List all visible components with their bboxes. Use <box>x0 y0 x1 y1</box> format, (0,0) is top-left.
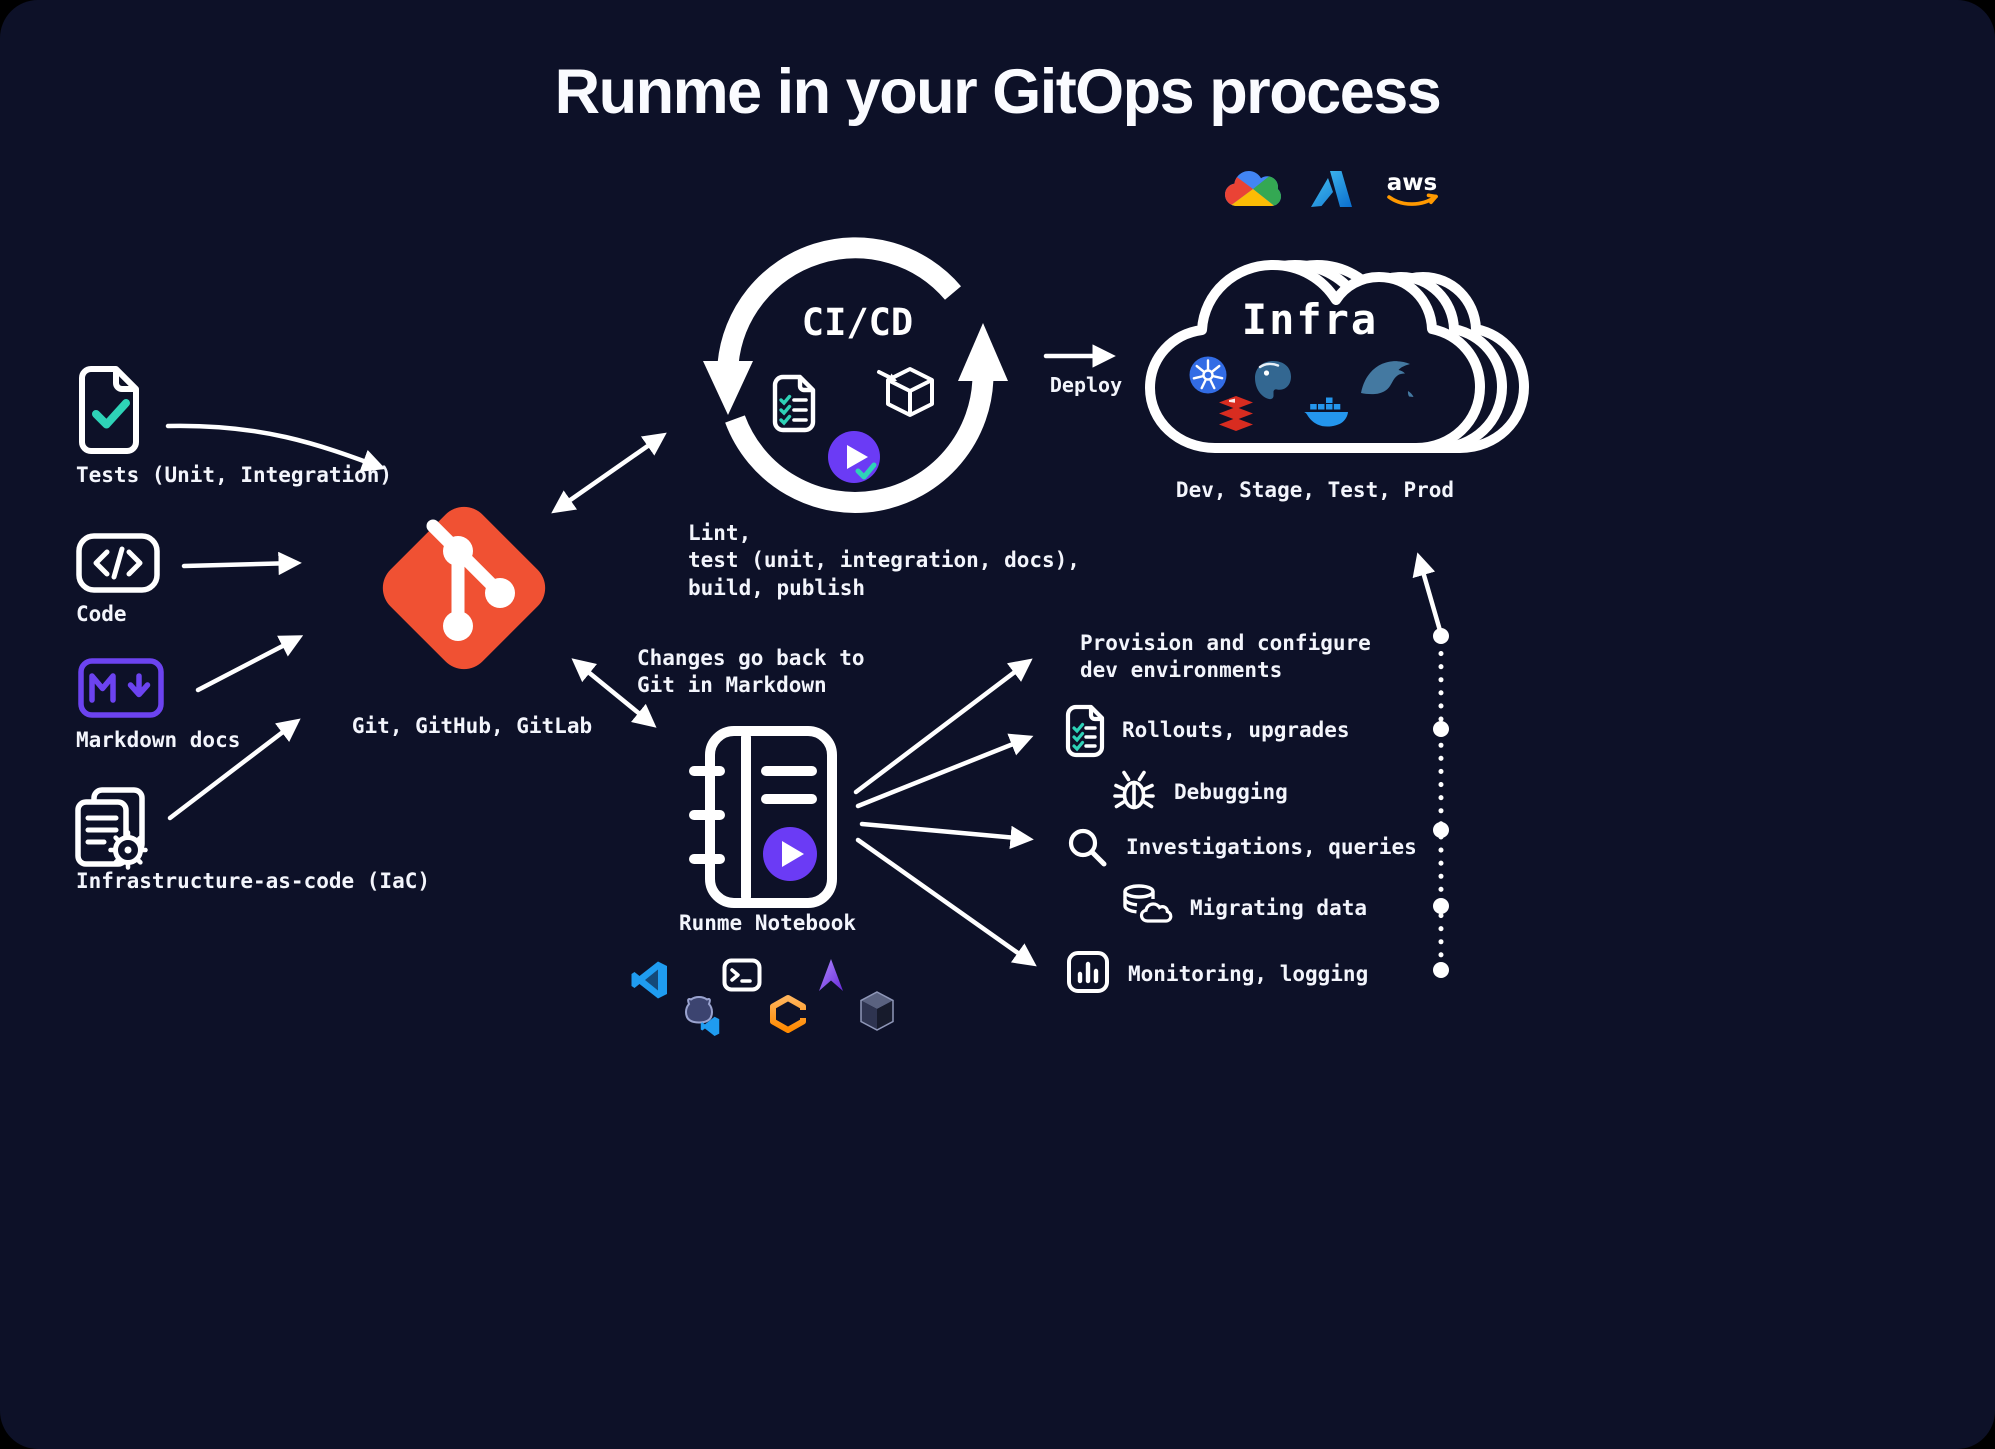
code-icon <box>76 533 160 593</box>
cicd-loop-icon <box>703 237 1008 513</box>
gitpod-icon <box>770 995 807 1033</box>
stateful-icon <box>819 959 843 991</box>
deploy-label: Deploy <box>1049 373 1123 397</box>
database-cloud-icon <box>1123 884 1173 923</box>
arrow-tests-to-git <box>165 423 386 472</box>
cicd-tasks-label: Lint, test (unit, integration, docs), bu… <box>688 521 1080 600</box>
arrow-notebook-monitoring <box>855 837 1037 967</box>
infra-environments-label: Dev, Stage, Test, Prod <box>1175 478 1455 502</box>
markdown-icon <box>78 658 164 718</box>
loop-arrowhead-right <box>958 323 1008 381</box>
arrow-git-cicd <box>551 432 667 514</box>
iac-files-gear-icon <box>75 787 148 870</box>
arrow-notebook-provision <box>853 658 1033 795</box>
runme-notebook-icon <box>689 726 837 908</box>
code-label: Code <box>76 602 127 626</box>
run-play-icon <box>828 431 880 483</box>
azure-icon <box>1311 171 1352 207</box>
gear-icon <box>108 830 148 870</box>
notebook-label: Runme Notebook <box>678 911 856 935</box>
postgresql-icon <box>1255 361 1291 400</box>
checklist-file-icon <box>772 374 816 433</box>
op-provision-label: Provision and configure dev environments <box>1080 631 1371 683</box>
changes-note-label: Changes go back to Git in Markdown <box>637 646 865 698</box>
google-cloud-icon <box>1225 171 1281 206</box>
arrow-notebook-investigations <box>859 821 1034 850</box>
check-icon <box>855 462 877 480</box>
arrow-code-to-git <box>181 551 302 576</box>
iac-label: Infrastructure-as-code (IaC) <box>76 869 431 893</box>
arrow-ops-to-infra <box>1412 552 1444 637</box>
container-cube-icon <box>860 991 894 1031</box>
redis-icon <box>1219 396 1253 431</box>
magnifier-icon <box>1068 828 1107 867</box>
loop-arrowhead-left <box>703 361 753 415</box>
github-icon <box>684 995 720 1037</box>
tests-label: Tests (Unit, Integration) <box>76 463 393 487</box>
mysql-icon <box>1361 361 1414 397</box>
aws-icon: aws <box>1387 170 1438 206</box>
bug-icon <box>1113 770 1155 810</box>
arrow-notebook-rollouts <box>855 733 1034 809</box>
checklist-file-icon <box>1065 704 1105 758</box>
bar-chart-icon <box>1067 951 1109 993</box>
cloud-providers-row: aws <box>1222 166 1446 212</box>
arrow-iac-to-git <box>167 718 301 821</box>
op-rollouts-label: Rollouts, upgrades <box>1122 718 1350 742</box>
op-debugging-label: Debugging <box>1174 780 1288 804</box>
markdown-label: Markdown docs <box>76 728 241 752</box>
arrow-git-notebook <box>571 658 657 728</box>
cicd-node: CI/CD <box>690 215 1025 550</box>
op-investigations-label: Investigations, queries <box>1126 835 1417 859</box>
git-logo <box>382 506 546 670</box>
terminal-icon <box>722 958 762 992</box>
infra-node: Infra <box>1130 225 1560 525</box>
infra-cloud-icon <box>1145 260 1529 453</box>
ops-timeline-dots <box>1433 628 1449 978</box>
cicd-label: CI/CD <box>801 301 914 344</box>
aws-wordmark: aws <box>1387 170 1437 196</box>
play-icon <box>782 841 804 867</box>
docker-icon <box>1304 397 1348 427</box>
arrow-markdown-to-git <box>195 635 304 693</box>
op-migrating-label: Migrating data <box>1190 896 1368 920</box>
op-monitoring-label: Monitoring, logging <box>1128 962 1369 986</box>
git-label: Git, GitHub, GitLab <box>351 714 593 738</box>
check-icon <box>92 399 130 429</box>
infra-label: Infra <box>1241 295 1379 344</box>
page-title: Runme in your GitOps process <box>554 57 1442 127</box>
test-file-icon <box>79 366 139 454</box>
kubernetes-icon <box>1189 356 1227 394</box>
vscode-icon <box>631 961 667 999</box>
package-box-icon <box>877 367 934 417</box>
